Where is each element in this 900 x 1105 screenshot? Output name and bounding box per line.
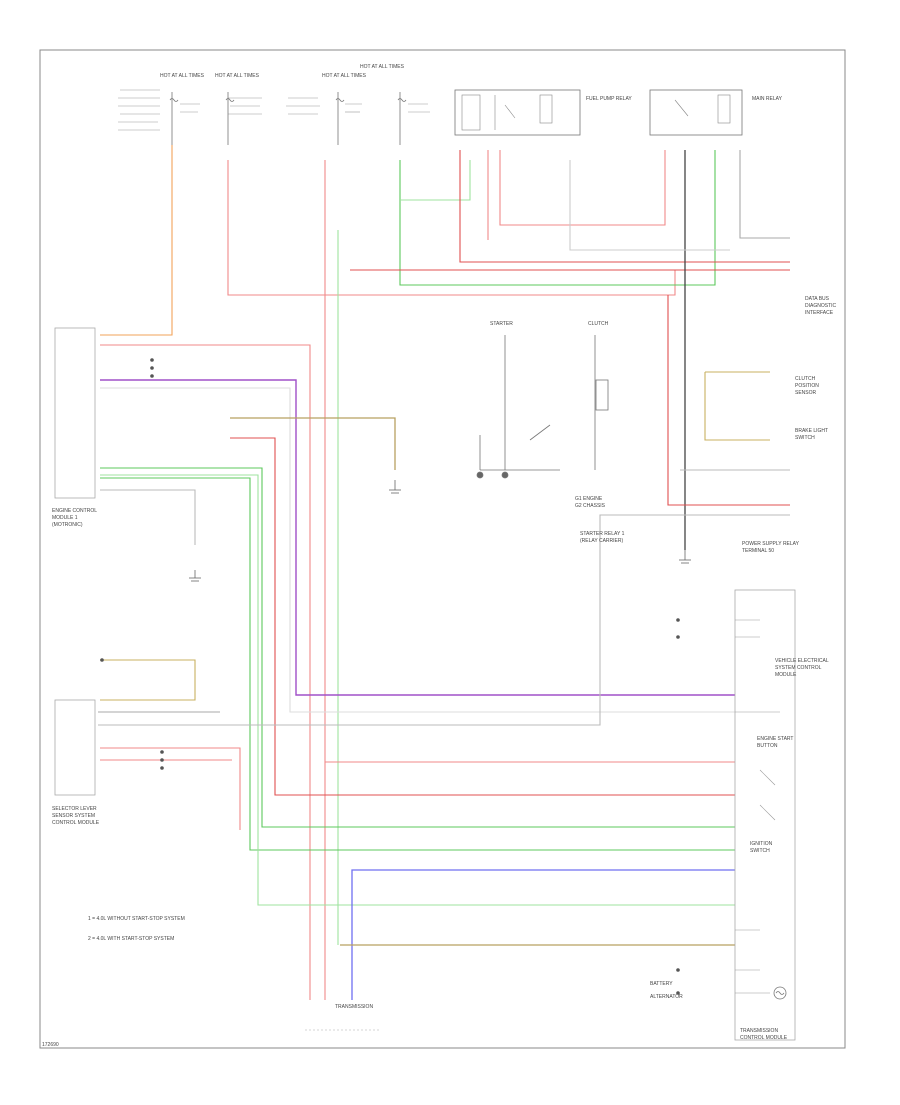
transmission-connector-box [734,589,796,1041]
wire-brown [230,417,396,470]
starter-relay-label-1: STARTER RELAY 1 [580,531,625,537]
ignition-label-1: IGNITION [750,841,773,847]
ecm-label-1: ENGINE CONTROL [52,508,97,514]
wire-green-top [399,150,716,286]
pin-markers [100,358,680,995]
tcm-label-2: CONTROL MODULE [740,1035,788,1041]
selector-connector-box [54,699,96,796]
clutch-label-1: CLUTCH [795,376,816,382]
selector-label-1: SELECTOR LEVER [52,806,97,812]
alternator-icon [773,986,787,1000]
starter-motor-group [476,335,609,479]
transmission-connector: TRANSMISSION CONTROL MODULE [734,589,796,1041]
fuse-symbols [169,92,407,145]
ground-icons [189,480,691,582]
wire-red-1 [227,160,790,296]
main-relay-box [649,89,743,136]
alternator-label: ALTERNATOR [650,994,683,1000]
clutch-top-label: CLUTCH [588,321,609,327]
wire-lightgreen-ecm [100,474,735,906]
ecm-label-3: (MOTRONIC) [52,522,83,528]
ground-label-2: G2 CHASSIS [575,503,606,509]
brake-label-2: SWITCH [795,435,815,441]
wire-blue [351,869,735,1000]
data-bus-label-1: DATA BUS [805,296,830,302]
wire-starter-relay-2 [667,295,790,506]
diagram-frame [39,49,846,1049]
wire-selector-loop [100,659,196,701]
legend-line-1: 1 = 4.0L WITHOUT START-STOP SYSTEM [88,916,185,922]
fuse-label-3: HOT AT ALL TIMES [322,73,367,79]
ecm-connector-box [54,327,96,499]
battery-label: BATTERY [650,981,673,987]
right-pin-ticks [735,619,780,994]
onboard-label-1: VEHICLE ELECTRICAL [775,658,829,664]
fuse-label-1: HOT AT ALL TIMES [160,73,205,79]
wire-red-ecm-2 [230,437,735,796]
main-relay-label: MAIN RELAY [752,96,783,102]
footer-code: 172690 [42,1042,59,1048]
fuse-blocks [118,89,430,131]
fuse-label-2: HOT AT ALL TIMES [215,73,260,79]
fuse-label-4: HOT AT ALL TIMES [360,64,405,70]
starter-relay-label-2: (RELAY CARRIER) [580,538,623,544]
wire-gray-1 [739,150,790,239]
wire-red-relay-3 [499,150,666,226]
wire-violet [100,379,735,696]
data-bus-label-2: DIAGNOSTIC [805,303,837,309]
brake-label-1: BRAKE LIGHT [795,428,828,434]
wire-clutch-loop [704,371,770,441]
fuel-pump-relay-box [454,89,581,136]
wire-gray-ecm [100,489,196,545]
wire-selector-red [100,747,241,830]
psr-label-2: TERMINAL 50 [742,548,774,554]
wire-orange [100,145,173,336]
wire-lightgreen-top [400,160,471,201]
ecm-label-2: MODULE 1 [52,515,78,521]
selector-label-3: CONTROL MODULE [52,820,100,826]
wire-red-relay-1 [459,150,790,263]
wires [98,145,790,1000]
wire-green-ecm-1 [100,467,735,828]
fuel-pump-relay-label: FUEL PUMP RELAY [586,96,632,102]
wire-gray-lower [98,514,790,726]
wire-white [100,387,735,713]
clutch-label-2: POSITION [795,383,819,389]
selector-connector: SELECTOR LEVER SENSOR SYSTEM CONTROL MOD… [52,699,100,826]
start-button-label-2: BUTTON [757,743,778,749]
tcm-label-1: TRANSMISSION [740,1028,778,1034]
starter-label: STARTER [490,321,513,327]
bottom-module-label: TRANSMISSION [335,1004,373,1010]
main-relay: MAIN RELAY [649,89,783,136]
legend-line-2: 2 = 4.0L WITH START-STOP SYSTEM [88,936,174,942]
wire-gray-2 [569,160,730,251]
data-bus-label-3: INTERFACE [805,310,834,316]
wire-ecm-red-1 [100,344,311,1000]
selector-label-2: SENSOR SYSTEM [52,813,95,819]
onboard-label-2: SYSTEM CONTROL [775,665,822,671]
fuel-pump-relay: FUEL PUMP RELAY [454,89,632,136]
clutch-label-3: SENSOR [795,390,817,396]
psr-label-1: POWER SUPPLY RELAY [742,541,800,547]
start-button-label-1: ENGINE START [757,736,794,742]
ecm-connector: ENGINE CONTROL MODULE 1 (MOTRONIC) [52,327,97,528]
fuse-labels: HOT AT ALL TIMES HOT AT ALL TIMES HOT AT… [160,64,405,79]
ignition-label-2: SWITCH [750,848,770,854]
ground-label-1: G1 ENGINE [575,496,603,502]
wire-green-ecm-2 [100,477,735,851]
onboard-label-3: MODULE [775,672,797,678]
